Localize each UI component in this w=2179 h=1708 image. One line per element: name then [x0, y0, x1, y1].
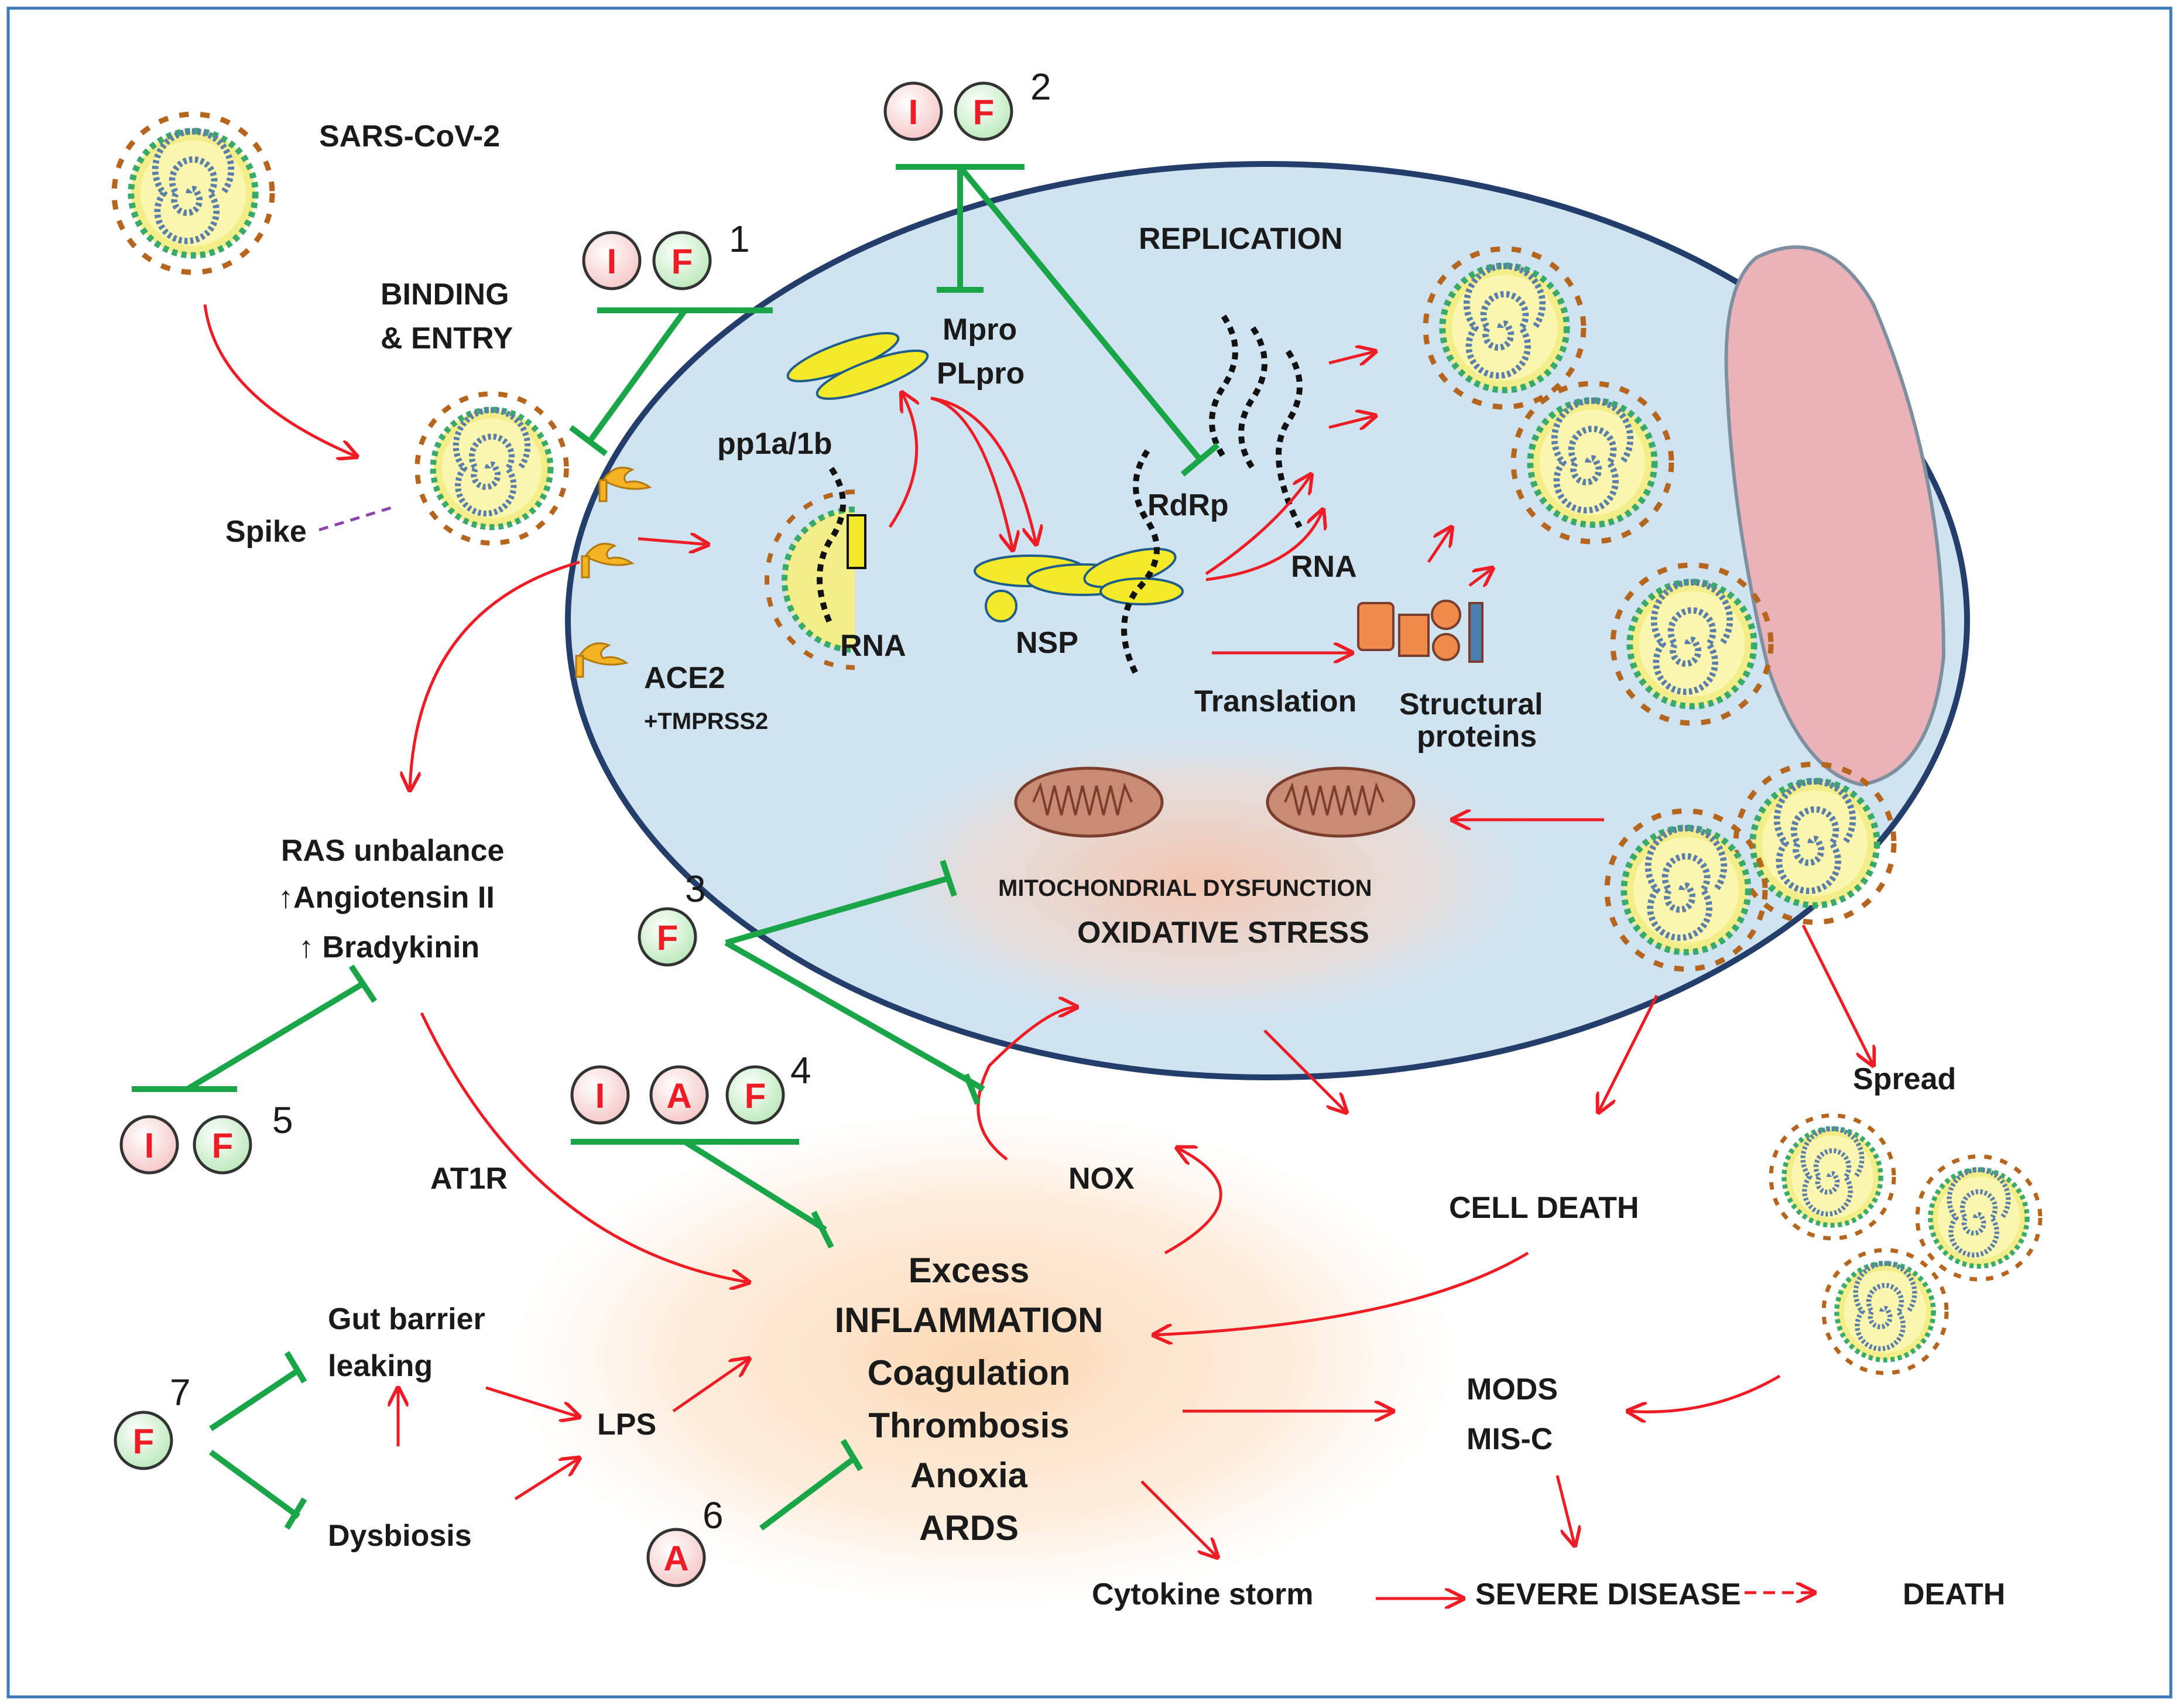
svg-text:A: A: [663, 1539, 688, 1578]
mods-label: MODS: [1467, 1372, 1558, 1406]
svg-text:I: I: [607, 242, 617, 281]
badge-group-7: F 7: [114, 1371, 191, 1470]
ras-label-3: ↑ Bradykinin: [299, 930, 479, 964]
cell-death-label: CELL DEATH: [1449, 1191, 1639, 1225]
binding-label-1: BINDING: [381, 278, 509, 312]
mito-label: MITOCHONDRIAL DYSFUNCTION: [998, 875, 1372, 901]
svg-text:F: F: [657, 918, 679, 957]
lps-label: LPS: [597, 1408, 656, 1442]
pp1a-label: pp1a/1b: [717, 427, 832, 461]
oxid-label: OXIDATIVE STRESS: [1077, 916, 1369, 950]
inflammation-glow: [457, 1083, 1510, 1634]
svg-text:F: F: [671, 242, 693, 281]
inflam-label-3: Coagulation: [868, 1353, 1071, 1392]
badge-group-3: F 3: [638, 868, 706, 967]
badge-group-4: I A F 4: [570, 1049, 811, 1125]
mitochondrion-1: [1014, 766, 1164, 838]
inhibition-lines: [132, 164, 1220, 1531]
mpro-label: Mpro: [943, 313, 1017, 347]
gut-label-2: leaking: [328, 1349, 433, 1383]
svg-text:F: F: [973, 93, 995, 132]
svg-text:A: A: [666, 1076, 691, 1115]
svg-text:F: F: [212, 1126, 234, 1165]
nsp-complex: [974, 547, 1184, 622]
badge-group-1: I F 1: [582, 218, 750, 290]
death-label: DEATH: [1903, 1577, 2005, 1611]
dysbiosis-label: Dysbiosis: [328, 1519, 472, 1553]
badge-group-5: I F 5: [119, 1099, 293, 1175]
nsp-label: NSP: [1016, 626, 1078, 660]
structural-proteins: [1357, 600, 1483, 663]
rna-strands: [817, 314, 1303, 675]
number-3: 3: [685, 868, 706, 910]
ras-label-2: ↑Angiotensin II: [278, 881, 495, 915]
spread-label: Spread: [1853, 1062, 1956, 1096]
inflam-label-4: Thrombosis: [868, 1406, 1069, 1445]
svg-text:I: I: [909, 93, 919, 132]
rna-label-a: RNA: [840, 629, 906, 663]
spike-label: Spike: [225, 515, 307, 549]
inflam-label-1: Excess: [909, 1251, 1030, 1290]
svg-text:F: F: [745, 1076, 766, 1115]
badge-group-6: A 6: [646, 1494, 724, 1587]
number-5: 5: [272, 1099, 293, 1141]
svg-text:I: I: [145, 1126, 155, 1165]
rna-label-b: RNA: [1291, 550, 1357, 584]
replication-label: REPLICATION: [1139, 222, 1343, 256]
svg-text:I: I: [595, 1076, 605, 1115]
ace2-label: ACE2: [644, 661, 725, 695]
inflam-label-6: ARDS: [919, 1508, 1019, 1548]
rdrp-label: RdRp: [1147, 488, 1229, 522]
binding-label-2: & ENTRY: [381, 321, 513, 355]
badge-group-2: I F 2: [883, 66, 1051, 141]
gut-label-1: Gut barrier: [328, 1302, 485, 1336]
structural-label-2: proteins: [1417, 720, 1537, 754]
severe-label: SEVERE DISEASE: [1475, 1577, 1741, 1611]
structural-label-1: Structural: [1399, 687, 1543, 721]
number-2: 2: [1030, 66, 1051, 108]
translation-label: Translation: [1194, 684, 1356, 718]
plpro-label: PLpro: [937, 357, 1025, 391]
number-7: 7: [170, 1371, 191, 1413]
badge-f-1: [652, 231, 712, 290]
tmprss2-label: +TMPRSS2: [644, 708, 768, 734]
nox-label: NOX: [1068, 1162, 1135, 1196]
inflam-label-2: INFLAMMATION: [835, 1300, 1104, 1340]
inflam-label-5: Anoxia: [910, 1456, 1028, 1495]
rna-marker: [847, 514, 866, 569]
number-6: 6: [703, 1494, 724, 1536]
misc-label: MIS-C: [1467, 1422, 1553, 1456]
number-4: 4: [790, 1049, 811, 1091]
cytokine-label: Cytokine storm: [1092, 1577, 1314, 1611]
badge-i-1: [582, 231, 642, 290]
spike-pointer: [318, 505, 396, 532]
polyprotein-2: [816, 350, 929, 400]
virus-label: SARS-CoV-2: [319, 119, 500, 153]
ras-label-1: RAS unbalance: [281, 834, 504, 868]
mitochondrion-2: [1266, 766, 1416, 838]
activation-arrows: [203, 304, 1873, 1599]
at1r-label: AT1R: [430, 1162, 508, 1196]
number-1: 1: [729, 218, 750, 260]
svg-text:F: F: [133, 1422, 155, 1461]
